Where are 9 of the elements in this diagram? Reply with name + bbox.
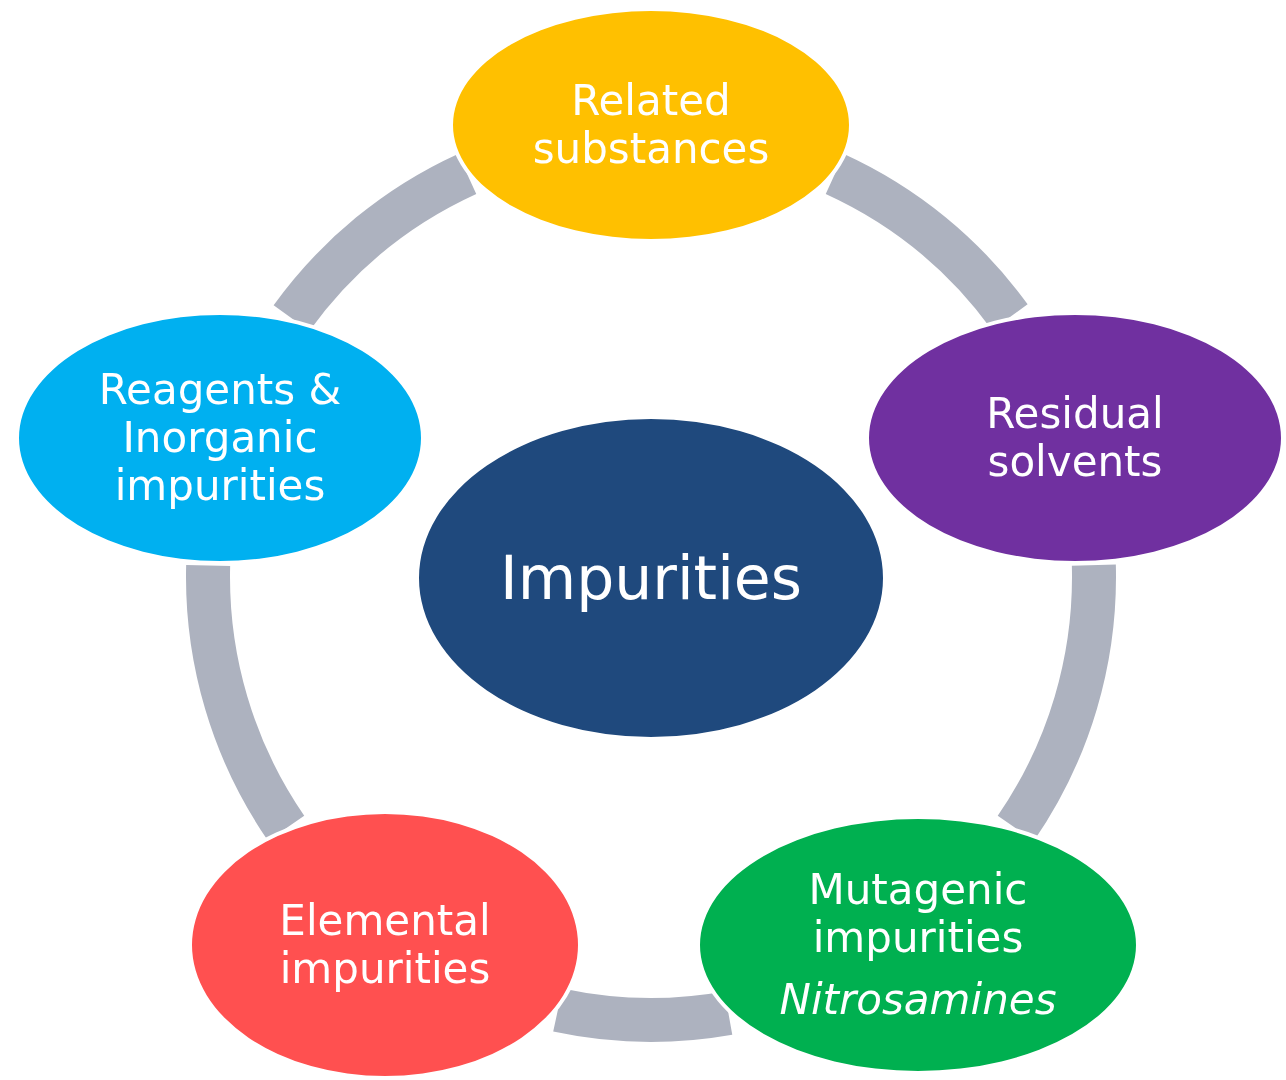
connector-arc [554,988,732,1042]
node-label: Related substances [531,76,771,174]
node-label: Reagents & Inorganic impurities [97,365,343,511]
connector-arc [186,564,305,840]
node-label: Impurities [500,543,802,613]
node-label: Residual solvents [985,389,1165,487]
example-label: Nitrosamines [779,976,1057,1025]
node-label: Mutagenic impurities [807,865,1029,963]
node-label: Elemental impurities [278,896,492,994]
